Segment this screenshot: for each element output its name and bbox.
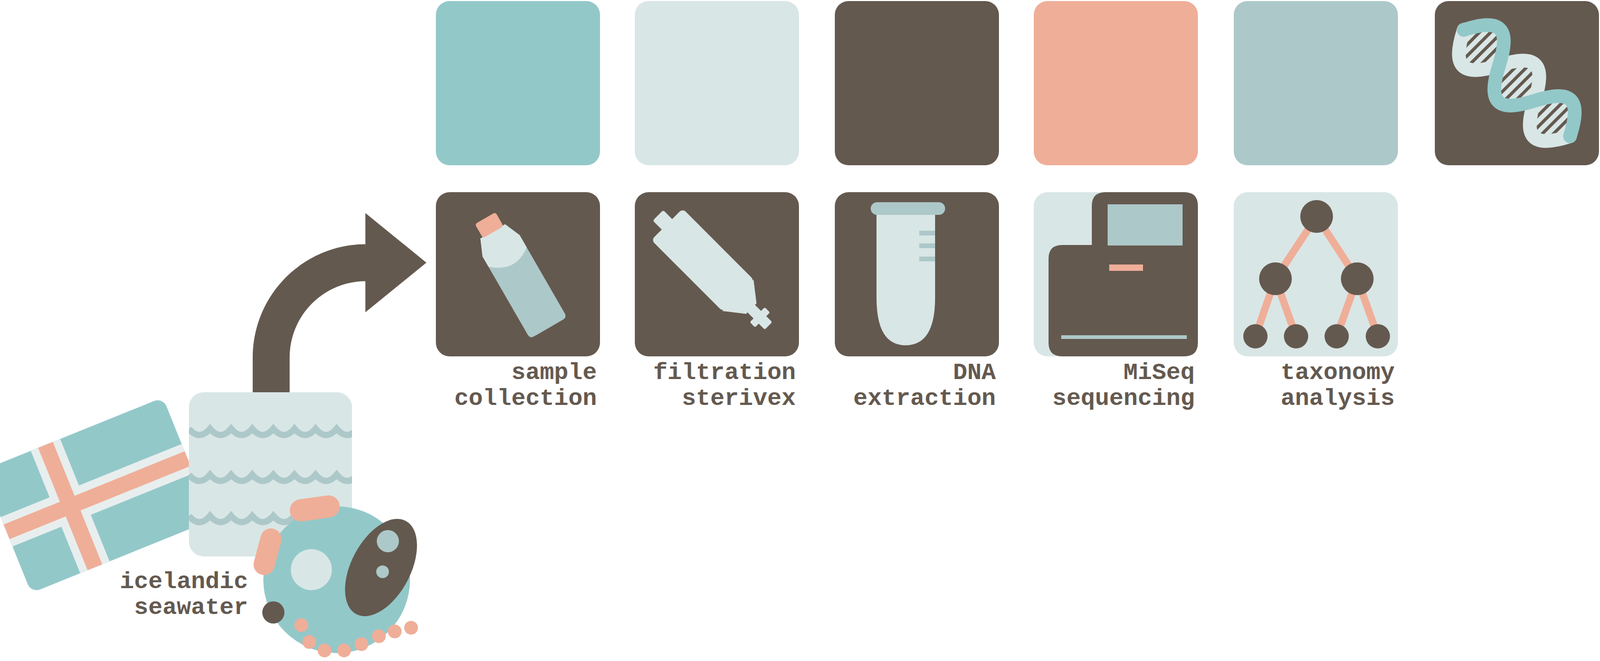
tube-icon — [870, 202, 946, 346]
shape-part — [746, 303, 773, 330]
color-square — [634, 1, 799, 166]
dna-strand — [1445, 11, 1589, 156]
shape-part — [1243, 200, 1390, 349]
shape-part — [919, 230, 936, 236]
shape-part — [376, 565, 389, 578]
color-square — [1033, 1, 1198, 166]
tile — [834, 192, 999, 357]
step-label: icelandic seawater — [102, 568, 249, 621]
shape-part — [1048, 192, 1198, 357]
shape-part — [1243, 324, 1268, 349]
label-box: taxonomy analysis — [1233, 359, 1395, 412]
source-illustration: icelandic seawater — [0, 392, 419, 661]
shape-part — [1283, 324, 1309, 349]
shape-part — [1259, 262, 1292, 295]
step-label: DNA extraction — [834, 359, 996, 412]
shape-part — [288, 493, 342, 523]
arrow-band — [271, 262, 367, 393]
step-tile: taxonomy analysis — [1233, 192, 1398, 357]
shape-part — [337, 643, 351, 657]
color-square — [435, 1, 600, 166]
label-box: sample collection — [435, 359, 597, 412]
shape-part — [302, 634, 317, 649]
filter-tile — [634, 192, 799, 357]
shape-part — [376, 529, 399, 552]
iceland-flag — [0, 397, 213, 593]
tile — [1033, 192, 1198, 357]
shape-part — [330, 506, 433, 628]
tile — [1233, 192, 1398, 357]
microbe-cluster — [251, 493, 432, 657]
shape-part — [188, 428, 352, 435]
shape-part — [387, 624, 402, 638]
shape-part — [876, 214, 936, 346]
color-square — [1434, 1, 1599, 166]
shape-part — [1340, 262, 1374, 295]
shape-part — [188, 474, 352, 481]
shape-part — [1061, 335, 1187, 339]
shape-part — [919, 256, 936, 262]
color-palette — [435, 1, 1599, 166]
arrow-head — [365, 213, 427, 313]
shape-part — [870, 202, 946, 215]
shape-part — [251, 525, 284, 577]
shape-part — [749, 307, 770, 328]
shape-part — [1444, 11, 1589, 155]
tube-tile — [834, 192, 999, 357]
step-tile: MiSeq sequencing — [1033, 192, 1198, 357]
step-tile: filtration sterivex — [634, 192, 799, 357]
bottle-tile — [435, 192, 600, 357]
shape-part — [3, 451, 191, 539]
step-tile: sample collection — [435, 192, 600, 357]
step-tile: DNA extraction — [834, 192, 999, 357]
step-label: MiSeq sequencing — [1033, 359, 1195, 412]
shape-part — [1300, 200, 1333, 233]
shape-part — [1107, 204, 1183, 246]
shape-part — [317, 643, 332, 657]
shape-part — [262, 601, 285, 624]
tile — [435, 192, 600, 357]
dna-strand — [1445, 11, 1589, 156]
shape-part — [290, 548, 332, 590]
dna-rungs — [1451, 17, 1582, 148]
step-label: sample collection — [435, 359, 597, 412]
tree-tile — [1233, 192, 1398, 357]
step-label: taxonomy analysis — [1233, 359, 1395, 412]
shape-part — [294, 617, 418, 657]
shape-part — [0, 397, 213, 593]
label-box: icelandic seawater — [102, 568, 249, 621]
color-square — [834, 1, 999, 166]
shape-part — [1324, 324, 1349, 349]
sequencer-icon — [1048, 192, 1198, 357]
shape-part — [404, 620, 418, 635]
shape-part — [919, 243, 936, 249]
flow-arrow — [271, 213, 427, 393]
shape-part — [0, 443, 194, 547]
label-box: MiSeq sequencing — [1033, 359, 1195, 412]
bottle-icon — [466, 207, 567, 339]
shape-part — [474, 220, 568, 339]
step-label: filtration sterivex — [634, 359, 796, 412]
tree-icon — [1243, 200, 1390, 349]
shape-part — [1255, 216, 1378, 337]
label-box: filtration sterivex — [634, 359, 796, 412]
sterivex-icon — [642, 199, 785, 342]
dna-icon — [1444, 11, 1589, 155]
color-square — [1233, 1, 1398, 166]
shape-part — [294, 617, 309, 632]
shape-part — [474, 212, 504, 238]
tile — [634, 192, 799, 357]
shape-part — [354, 636, 369, 651]
label-box: DNA extraction — [834, 359, 996, 412]
shape-part — [1365, 324, 1390, 349]
sequencer-tile — [1033, 192, 1198, 357]
shape-part — [1109, 264, 1144, 271]
shape-part — [372, 629, 386, 643]
